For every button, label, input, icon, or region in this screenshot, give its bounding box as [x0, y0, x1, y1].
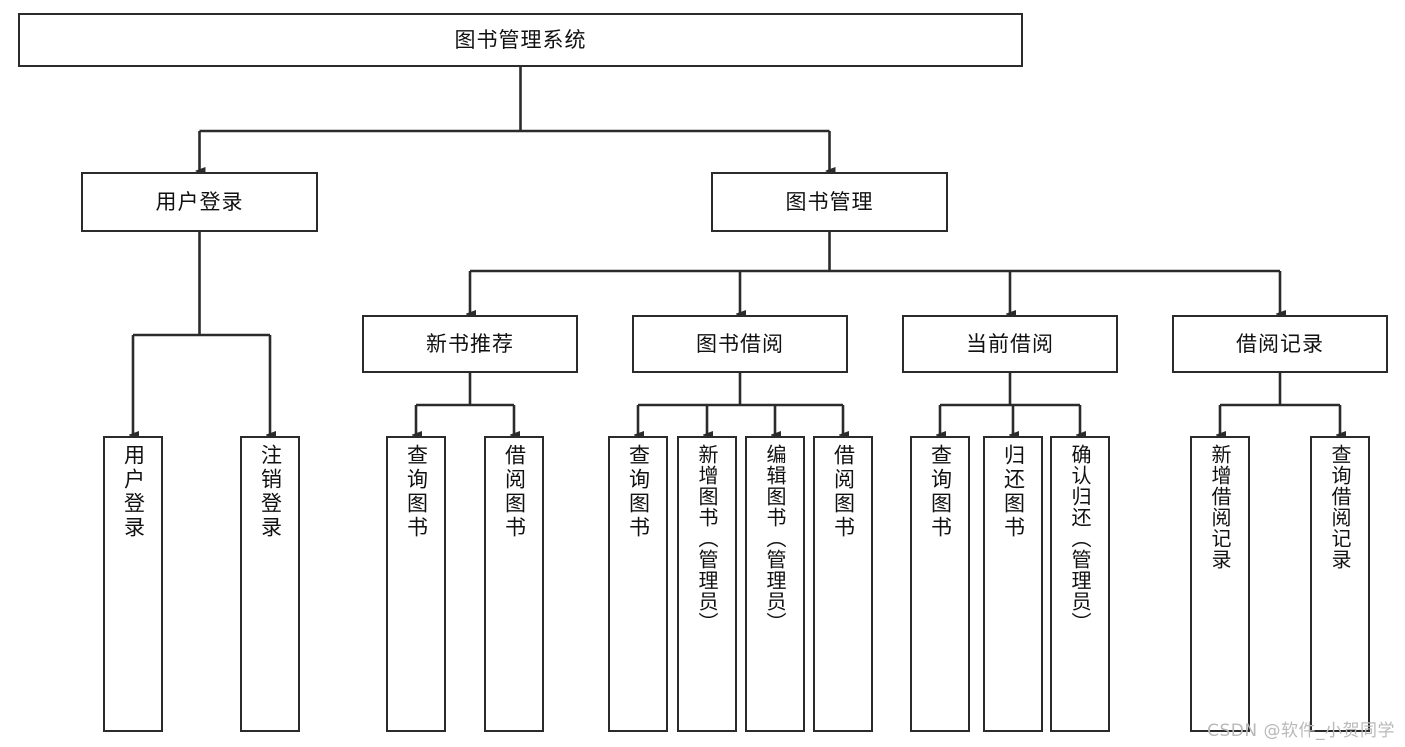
node-leaf-query-book-current[interactable]: 查询图书 — [910, 436, 970, 732]
node-leaf-edit-book[interactable]: 编辑图书（管理员） — [745, 436, 805, 732]
watermark: CSDN @软件_小贺同学 — [1207, 721, 1395, 741]
node-label-leaf-add-book: 新增图书（管理员） — [695, 444, 719, 633]
node-leaf-user-login[interactable]: 用户登录 — [103, 436, 163, 732]
node-label-book-manage: 图书管理 — [785, 189, 874, 214]
node-label-book-borrow: 图书借阅 — [696, 331, 784, 356]
node-leaf-borrow-book[interactable]: 借阅图书 — [813, 436, 873, 732]
node-label-leaf-borrow-book: 借阅图书 — [831, 444, 856, 540]
node-label-leaf-add-record: 新增借阅记录 — [1208, 444, 1232, 570]
node-book-manage[interactable]: 图书管理 — [711, 172, 948, 232]
node-root[interactable]: 图书管理系统 — [18, 13, 1023, 67]
node-label-borrow-record: 借阅记录 — [1236, 331, 1324, 356]
node-label-leaf-user-login: 用户登录 — [121, 444, 146, 540]
node-leaf-confirm-return[interactable]: 确认归还（管理员） — [1050, 436, 1110, 732]
node-label-leaf-query-book-rec: 查询图书 — [404, 444, 429, 540]
node-label-leaf-query-book-current: 查询图书 — [928, 444, 953, 540]
node-label-current-borrow: 当前借阅 — [966, 331, 1054, 356]
node-label-leaf-borrow-book-rec: 借阅图书 — [502, 444, 527, 540]
node-leaf-borrow-book-rec[interactable]: 借阅图书 — [484, 436, 544, 732]
node-label-user-login: 用户登录 — [155, 189, 244, 214]
node-label-root: 图书管理系统 — [454, 27, 587, 52]
node-leaf-return-book[interactable]: 归还图书 — [983, 436, 1043, 732]
node-label-leaf-confirm-return: 确认归还（管理员） — [1068, 444, 1092, 633]
node-label-leaf-query-record: 查询借阅记录 — [1328, 444, 1352, 570]
node-leaf-query-record[interactable]: 查询借阅记录 — [1310, 436, 1370, 732]
node-current-borrow[interactable]: 当前借阅 — [902, 315, 1118, 373]
node-leaf-query-book-borrow[interactable]: 查询图书 — [608, 436, 668, 732]
node-leaf-logout[interactable]: 注销登录 — [240, 436, 300, 732]
node-label-leaf-edit-book: 编辑图书（管理员） — [763, 444, 787, 633]
node-label-leaf-logout: 注销登录 — [258, 444, 283, 540]
node-borrow-record[interactable]: 借阅记录 — [1172, 315, 1388, 373]
node-leaf-add-book[interactable]: 新增图书（管理员） — [677, 436, 737, 732]
node-label-leaf-query-book-borrow: 查询图书 — [626, 444, 651, 540]
node-leaf-query-book-rec[interactable]: 查询图书 — [386, 436, 446, 732]
node-label-leaf-return-book: 归还图书 — [1001, 444, 1026, 540]
node-label-new-book-rec: 新书推荐 — [426, 331, 514, 356]
node-new-book-rec[interactable]: 新书推荐 — [362, 315, 578, 373]
node-book-borrow[interactable]: 图书借阅 — [632, 315, 848, 373]
node-leaf-add-record[interactable]: 新增借阅记录 — [1190, 436, 1250, 732]
node-user-login[interactable]: 用户登录 — [81, 172, 318, 232]
